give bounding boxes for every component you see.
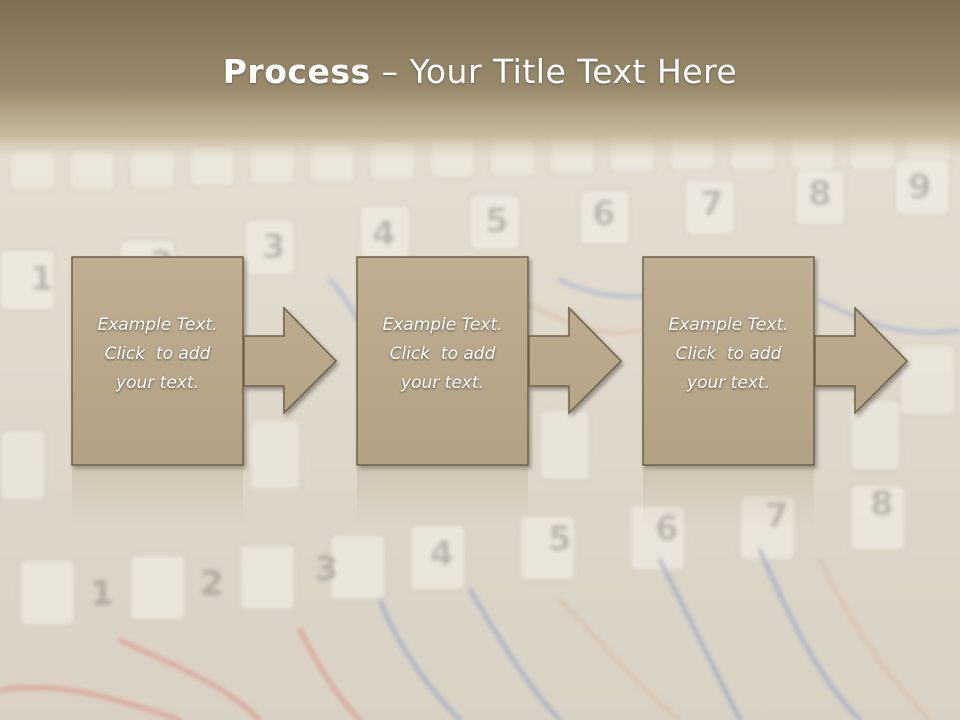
svg-text:7: 7 — [700, 184, 724, 224]
svg-text:9: 9 — [908, 167, 932, 207]
step-2-line-2: Click to add — [389, 344, 496, 364]
step-1-line-1: Example Text. — [97, 315, 218, 335]
title-band — [0, 0, 960, 160]
step-3-text[interactable]: Example Text. Click to add your text. — [643, 311, 814, 398]
step-2-line-3: your text. — [401, 373, 484, 393]
svg-text:8: 8 — [808, 174, 832, 214]
step-1-line-2: Click to add — [104, 344, 211, 364]
step-1-arrow-shape — [71, 256, 338, 466]
step-3-reflection — [643, 467, 814, 527]
step-3-line-2: Click to add — [675, 344, 782, 364]
step-3-line-3: your text. — [687, 373, 770, 393]
svg-text:5: 5 — [485, 201, 509, 241]
title-rest: – Your Title Text Here — [370, 52, 738, 91]
step-1-line-3: your text. — [116, 373, 199, 393]
svg-text:1: 1 — [30, 259, 54, 299]
step-1-reflection — [72, 467, 243, 527]
svg-text:8: 8 — [870, 484, 894, 524]
svg-text:4: 4 — [430, 534, 454, 574]
svg-text:4: 4 — [372, 214, 396, 254]
step-2-line-1: Example Text. — [382, 315, 503, 335]
svg-text:3: 3 — [315, 549, 339, 589]
step-1-text[interactable]: Example Text. Click to add your text. — [72, 311, 243, 398]
step-2-reflection — [357, 467, 528, 527]
step-3-arrow-shape — [642, 256, 909, 466]
step-2-arrow-shape — [356, 256, 623, 466]
svg-text:3: 3 — [262, 227, 286, 267]
svg-text:2: 2 — [200, 564, 224, 604]
svg-text:6: 6 — [592, 194, 616, 234]
process-step-1[interactable] — [71, 256, 338, 527]
svg-text:1: 1 — [90, 574, 114, 614]
process-step-2[interactable] — [356, 256, 623, 527]
process-step-3[interactable] — [642, 256, 909, 527]
step-2-text[interactable]: Example Text. Click to add your text. — [357, 311, 528, 398]
title-bold: Process — [222, 52, 371, 91]
slide-title[interactable]: Process – Your Title Text Here — [0, 52, 960, 91]
svg-text:5: 5 — [548, 519, 572, 559]
step-3-line-1: Example Text. — [668, 315, 789, 335]
